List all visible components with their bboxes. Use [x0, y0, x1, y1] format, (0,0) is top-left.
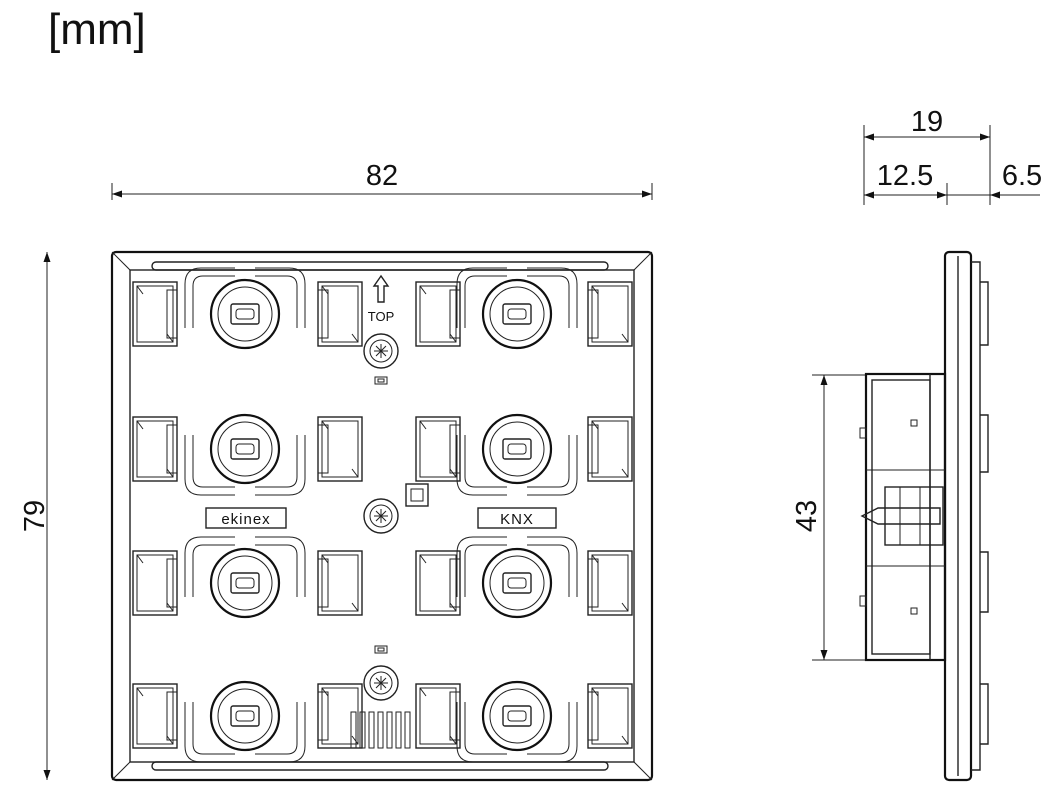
- spring-frame: [184, 435, 306, 496]
- connector-pin: [386, 711, 393, 749]
- spring-frame: [184, 267, 306, 328]
- brand-logo-text: ekinex: [221, 511, 270, 528]
- spring-frame: [456, 536, 578, 597]
- connector-pins: [350, 711, 411, 749]
- body-depth-label: 12.5: [877, 160, 933, 192]
- connector-pin: [377, 711, 384, 749]
- side-clip: [317, 550, 363, 616]
- button-knob: [481, 278, 553, 350]
- center-screw-middle: [363, 498, 399, 534]
- height-dimension-label: 79: [19, 500, 51, 532]
- side-view: 19 12.5 6.5 43: [791, 106, 1042, 782]
- spring-frame: [456, 702, 578, 763]
- center-screw-bottom: [363, 665, 399, 701]
- button-knob: [481, 680, 553, 752]
- knx-logo: [477, 507, 557, 529]
- brand-logo: [205, 507, 287, 529]
- front-depth-label: 6.5: [1002, 160, 1042, 192]
- side-clip: [587, 281, 633, 347]
- height-dimension: 79: [19, 252, 51, 780]
- button-knob: [481, 413, 553, 485]
- knx-logo-text: KNX: [500, 511, 534, 528]
- side-clip: [317, 281, 363, 347]
- connector-pin: [395, 711, 402, 749]
- spring-frame: [456, 267, 578, 328]
- connector-pin: [350, 711, 357, 749]
- button-knob: [481, 547, 553, 619]
- top-arrow-icon: [372, 274, 390, 303]
- button-rows: [132, 267, 633, 763]
- center-screw-top: [363, 333, 399, 369]
- width-dimension: 82: [111, 160, 653, 200]
- side-clip: [132, 281, 178, 347]
- side-clip: [132, 416, 178, 482]
- side-clip: [132, 683, 178, 749]
- button-knob: [209, 278, 281, 350]
- spring-frame: [184, 702, 306, 763]
- spring-frame: [456, 435, 578, 496]
- side-body: [864, 372, 947, 662]
- button-knob: [209, 680, 281, 752]
- width-dimension-label: 82: [366, 160, 398, 192]
- body-depth-dimension: 12.5: [864, 160, 948, 205]
- body-height-label: 43: [791, 500, 823, 532]
- side-clip: [132, 550, 178, 616]
- connector-pin: [368, 711, 375, 749]
- front-outer-frame: [110, 250, 654, 782]
- body-height-dimension: 43: [791, 374, 866, 661]
- side-clip: [415, 550, 461, 616]
- side-clip: [415, 683, 461, 749]
- front-view: 82 79: [19, 160, 654, 782]
- side-clip: [415, 281, 461, 347]
- front-depth-dimension: 6.5: [947, 160, 1042, 199]
- button-knob: [209, 413, 281, 485]
- total-depth-label: 19: [911, 106, 943, 138]
- side-clip: [317, 416, 363, 482]
- side-clip: [587, 550, 633, 616]
- side-clip: [587, 683, 633, 749]
- side-clip: [317, 683, 363, 749]
- connector-pin: [359, 711, 366, 749]
- side-clip: [587, 416, 633, 482]
- button-knob: [209, 547, 281, 619]
- spring-frame: [184, 536, 306, 597]
- unit-label: [mm]: [48, 5, 146, 54]
- top-label: TOP: [368, 309, 395, 324]
- connector-pin: [404, 711, 411, 749]
- side-clip: [415, 416, 461, 482]
